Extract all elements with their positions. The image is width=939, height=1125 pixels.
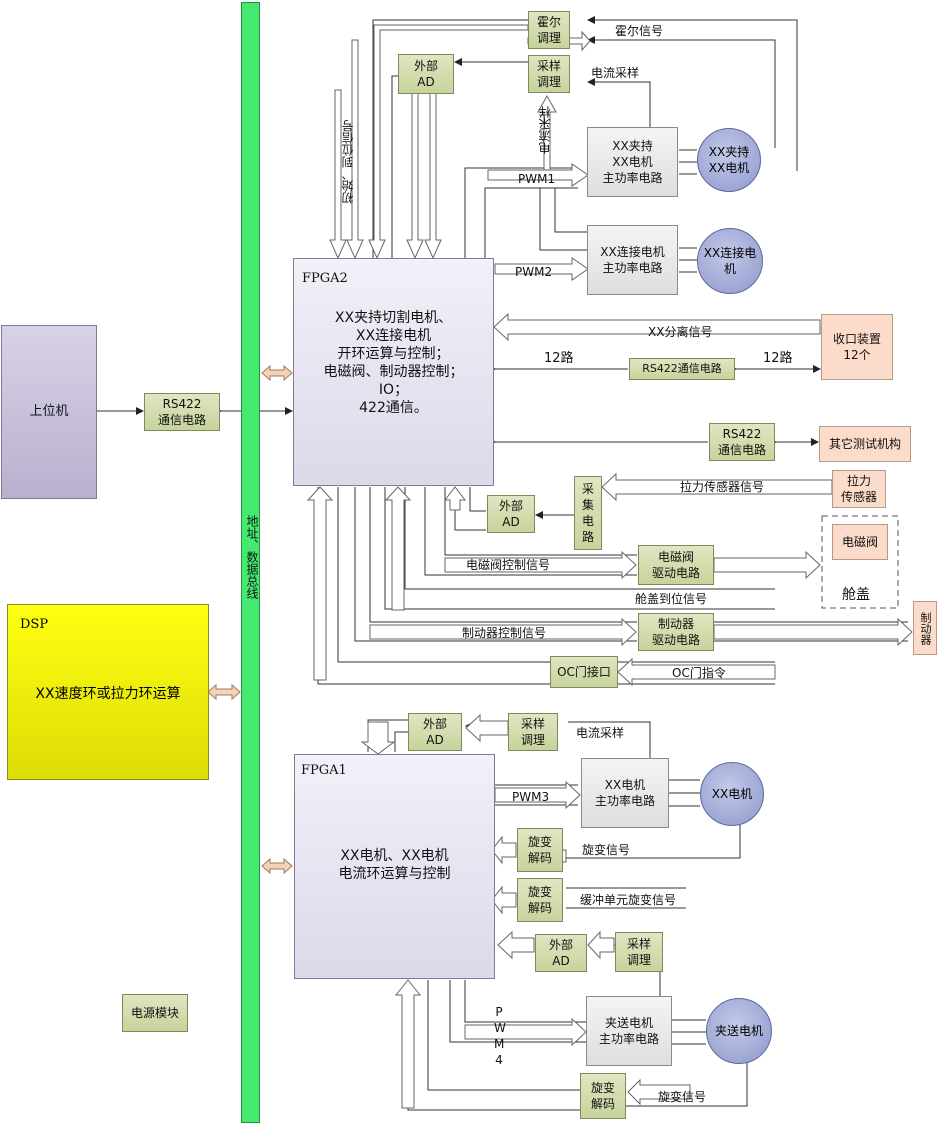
- channels-left-label: 12路: [544, 351, 574, 366]
- current-sample-top-label: 电流采样: [591, 66, 640, 80]
- separation-signal-label: XX分离信号: [648, 325, 713, 339]
- rs422-mid-circuit: RS422通信电路: [629, 358, 735, 380]
- oc-command-label: OC门指令: [672, 666, 726, 680]
- fpga1-text: XX电机、XX电机 电流环运算与控制: [338, 848, 451, 882]
- init-position-signal-label: 初始、到位信号: [341, 120, 355, 204]
- hall-signal-label: 霍尔信号: [615, 24, 664, 38]
- other-test-mechanism: 其它测试机构: [819, 426, 911, 462]
- external-ad-mid: 外部 AD: [487, 495, 535, 533]
- hatch-position-label: 舱盖到位信号: [635, 592, 708, 606]
- brake-control-label: 制动器控制信号: [462, 626, 547, 640]
- solenoid-control-label: 电磁阀控制信号: [466, 558, 551, 572]
- pwm2-label: PWM2: [515, 265, 553, 279]
- xx-motor: XX电机: [700, 762, 764, 826]
- resolver-signal-label: 旋变信号: [582, 843, 631, 857]
- resolver-decoder-3: 旋变 解码: [580, 1073, 626, 1119]
- brake-drive-circuit: 制动器 驱动电路: [638, 613, 714, 651]
- collect-circuit: 采 集 电 路: [574, 476, 602, 550]
- shoukou-device: 收口装置 12个: [821, 314, 893, 380]
- pwm3-label: PWM3: [512, 790, 550, 804]
- connect-motor-power-circuit: XX连接电机 主功率电路: [587, 225, 678, 295]
- external-ad-feed: 外部 AD: [535, 934, 587, 972]
- current-sample-fpga1-label: 电流采样: [576, 726, 625, 740]
- connect-motor: XX连接电 机: [697, 228, 763, 294]
- resolver-signal-feed-label: 旋变信号: [658, 1090, 707, 1104]
- feed-motor: 夹送电机: [706, 998, 772, 1064]
- clamp-motor-power-circuit: XX夹持 XX电机 主功率电路: [587, 127, 678, 197]
- dsp-title: DSP: [20, 617, 49, 632]
- tension-sensor: 拉力 传感器: [832, 470, 886, 508]
- address-data-bus: [241, 2, 260, 1123]
- resolver-decoder-1: 旋变 解码: [517, 828, 563, 872]
- hall-conditioning: 霍尔 调理: [528, 11, 570, 49]
- feed-motor-power-circuit: 夹送电机 主功率电路: [586, 996, 672, 1066]
- fpga2-text: XX夹持切割电机、 XX连接电机 开环运算与控制； 电磁阀、制动器控制； IO；…: [323, 310, 464, 416]
- current-sample-vertical-label: 电流采样: [538, 106, 552, 154]
- hatch-label: 舱盖: [842, 587, 870, 603]
- pwm4-label: PWM4: [494, 1005, 506, 1067]
- solenoid-drive-circuit: 电磁阀 驱动电路: [638, 545, 714, 585]
- external-ad-fpga1: 外部 AD: [408, 713, 462, 751]
- bus-label: 地址、数据总线: [245, 515, 259, 599]
- resolver-decoder-2: 旋变 解码: [517, 878, 563, 922]
- sample-conditioning-fpga1: 采样 调理: [508, 713, 558, 751]
- rs422-other-circuit: RS422 通信电路: [709, 423, 775, 461]
- brake-device: 制动器: [913, 601, 937, 655]
- host-computer: 上位机: [1, 325, 97, 499]
- sample-conditioning-feed: 采样 调理: [615, 932, 663, 972]
- solenoid-valve: 电磁阀: [832, 524, 888, 560]
- buffer-resolver-signal-label: 缓冲单元旋变信号: [580, 893, 677, 907]
- power-module: 电源模块: [122, 994, 188, 1032]
- fpga2-title: FPGA2: [302, 271, 348, 286]
- fpga1-title: FPGA1: [301, 763, 347, 778]
- rs422-host-circuit: RS422 通信电路: [144, 393, 220, 431]
- xx-motor-power-circuit: XX电机 主功率电路: [581, 758, 669, 828]
- brake-label: 制动器: [919, 611, 932, 645]
- fpga2-block: FPGA2 XX夹持切割电机、 XX连接电机 开环运算与控制； 电磁阀、制动器控…: [293, 258, 494, 486]
- clamp-motor: XX夹持 XX电机: [697, 128, 761, 192]
- sample-conditioning-top: 采样 调理: [528, 55, 570, 93]
- pwm1-label: PWM1: [518, 172, 556, 186]
- dsp-block: DSP XX速度环或拉力环运算: [7, 604, 209, 780]
- tension-signal-label: 拉力传感器信号: [680, 480, 765, 494]
- fpga1-block: FPGA1 XX电机、XX电机 电流环运算与控制: [294, 754, 495, 979]
- external-ad-top: 外部 AD: [398, 54, 454, 94]
- dsp-text: XX速度环或拉力环运算: [35, 686, 181, 702]
- channels-right-label: 12路: [763, 351, 793, 366]
- oc-gate-interface: OC门接口: [550, 656, 618, 688]
